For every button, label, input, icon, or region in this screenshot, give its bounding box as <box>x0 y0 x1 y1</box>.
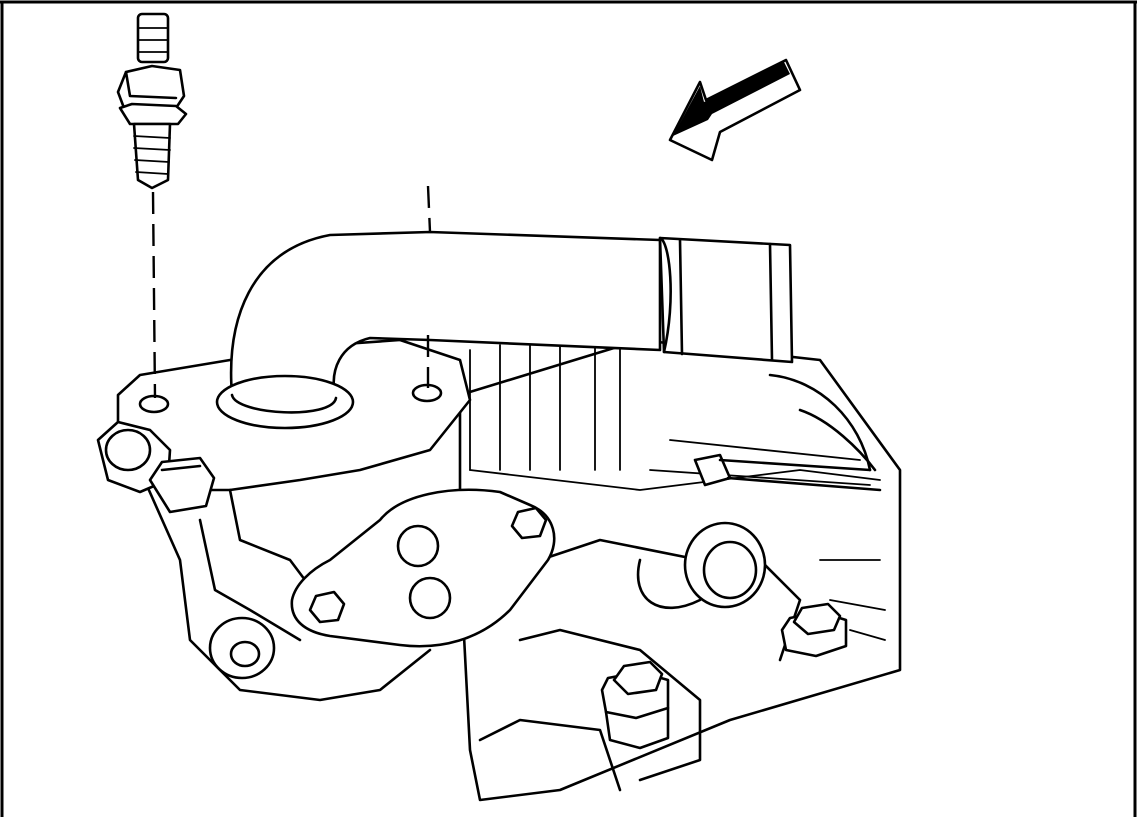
hex-bolt-lower <box>600 660 670 750</box>
alignment-lines <box>151 185 432 399</box>
hex-bolt-right <box>780 602 848 658</box>
flange-bolt-right <box>510 506 548 540</box>
coolant-port <box>636 521 767 610</box>
block-bolts <box>600 602 848 750</box>
bolt-icon <box>116 12 188 190</box>
flange-bolt-left <box>308 590 346 624</box>
gasket-plate <box>290 488 556 648</box>
cylinder-head <box>458 338 902 802</box>
hose-fitting <box>693 453 882 492</box>
direction-arrow-icon <box>668 58 802 162</box>
outlet-pipe <box>215 230 794 430</box>
housing-fitting <box>96 420 216 514</box>
